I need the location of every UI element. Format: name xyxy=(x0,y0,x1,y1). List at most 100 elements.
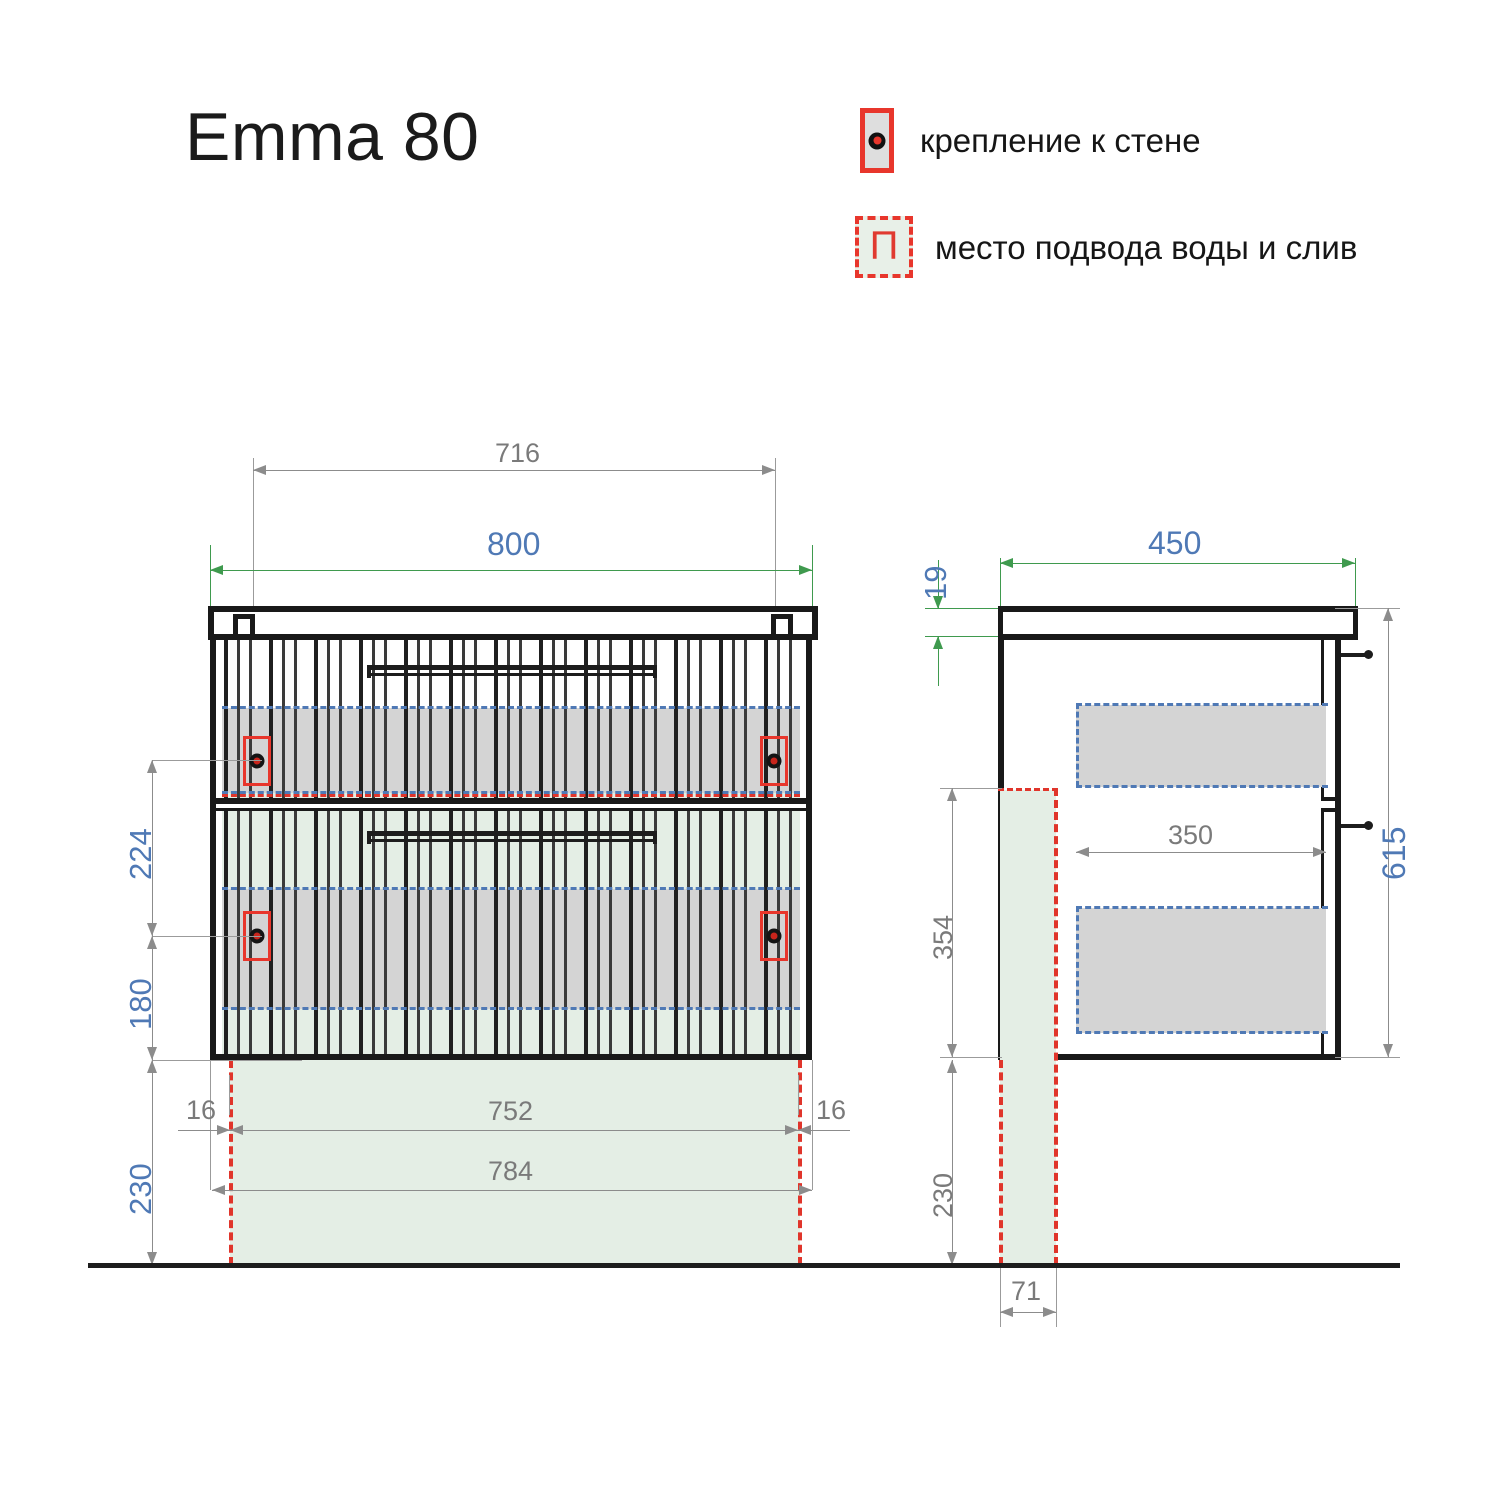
arrow-icon xyxy=(947,1044,957,1057)
arrow-icon xyxy=(212,1185,225,1195)
dimension-tick-19-bottom xyxy=(925,636,1005,637)
flute-rib xyxy=(732,640,735,800)
bracket-right xyxy=(771,614,776,640)
flute-rib xyxy=(674,811,678,1054)
flute-rib xyxy=(687,811,690,1054)
upper-drawer-handle-cap-left xyxy=(367,665,371,678)
flute-rib xyxy=(339,640,342,800)
countertop-top-edge xyxy=(208,606,818,612)
wall-mount-icon xyxy=(860,108,894,173)
side-cabinet-bottom xyxy=(998,1054,1341,1060)
dimension-line-224 xyxy=(152,760,153,936)
flute-rib xyxy=(429,811,432,1054)
flute-rib xyxy=(642,811,645,1054)
flute-rib xyxy=(494,640,498,800)
flute-rib xyxy=(597,640,600,800)
dimension-615: 615 xyxy=(1376,826,1412,880)
flute-rib xyxy=(314,640,318,800)
wall-mount-marker-top-right xyxy=(760,736,788,786)
side-lower-drawer-panel-top xyxy=(1321,808,1341,812)
arrow-icon xyxy=(1342,558,1355,568)
arrow-icon xyxy=(210,565,223,575)
leader-line xyxy=(152,760,262,761)
side-upper-handle-nub xyxy=(1341,653,1369,657)
arrow-icon xyxy=(217,1125,230,1135)
flute-rib xyxy=(597,811,600,1054)
extension-line xyxy=(210,1060,211,1190)
flute-rib xyxy=(674,640,678,800)
dimension-line-230 xyxy=(152,1060,153,1265)
extension-line xyxy=(152,1060,302,1061)
drawer-divider-2 xyxy=(216,808,806,811)
bracket-right-right xyxy=(788,614,793,640)
arrow-icon xyxy=(947,1060,957,1073)
dimension-450: 450 xyxy=(1148,525,1202,561)
fluted-slats xyxy=(222,811,800,1054)
side-cabinet-front-wall xyxy=(1335,640,1341,1060)
dimension-line-16-left xyxy=(178,1130,230,1131)
side-upper-drawer-box xyxy=(1076,705,1326,787)
flute-rib xyxy=(294,640,297,800)
side-lower-handle-nub xyxy=(1341,824,1369,828)
flute-rib xyxy=(519,811,522,1054)
arrow-icon xyxy=(799,1185,812,1195)
lower-drawer-front[interactable] xyxy=(222,811,800,1054)
reference-line-blue-top xyxy=(222,887,800,890)
side-upper-drawer-panel-bottom xyxy=(1321,797,1341,801)
water-supply-glyph: П xyxy=(869,224,899,268)
dimension-line-350 xyxy=(1076,852,1326,853)
page-title: Emma 80 xyxy=(185,99,480,175)
countertop-bottom-edge xyxy=(208,634,818,640)
water-zone-right-edge xyxy=(798,1060,802,1265)
dimension-180: 180 xyxy=(123,978,158,1030)
flute-rib xyxy=(282,640,285,800)
extension-line xyxy=(1056,1265,1057,1327)
flute-rib xyxy=(789,811,792,1054)
arrow-icon xyxy=(147,936,157,949)
arrow-icon xyxy=(947,1252,957,1265)
flute-rib xyxy=(429,640,432,800)
flute-rib xyxy=(687,640,690,800)
flute-rib xyxy=(719,640,723,800)
dimension-extension-450-right xyxy=(1355,558,1356,610)
bracket-right-top xyxy=(771,614,793,619)
arrow-icon xyxy=(947,788,957,801)
flute-rib xyxy=(314,811,318,1054)
flute-rib xyxy=(327,811,330,1054)
bracket-left xyxy=(233,614,238,640)
flute-rib xyxy=(539,640,543,800)
dimension-230: 230 xyxy=(123,1163,158,1215)
flute-rib xyxy=(584,811,588,1054)
arrow-icon xyxy=(933,636,943,649)
reference-line-blue-bottom xyxy=(222,1007,800,1010)
extension-line xyxy=(940,788,1002,789)
dimension-line-19b xyxy=(938,636,939,686)
flute-rib xyxy=(564,811,567,1054)
floor-line xyxy=(88,1263,1400,1268)
side-upper-box-bottom xyxy=(1076,785,1328,788)
upper-drawer-handle[interactable] xyxy=(367,665,657,670)
flute-rib xyxy=(372,811,375,1054)
arrow-icon xyxy=(1000,1307,1013,1317)
side-upper-box-left xyxy=(1076,703,1079,787)
side-lower-box-top xyxy=(1076,906,1328,909)
dimension-800: 800 xyxy=(487,526,541,562)
lower-drawer-handle-inner xyxy=(367,839,657,842)
upper-drawer-front[interactable] xyxy=(222,640,800,800)
flute-rib xyxy=(777,640,780,800)
side-countertop-bottom xyxy=(998,634,1358,640)
arrow-icon xyxy=(762,465,775,475)
water-zone-left-edge xyxy=(229,1060,233,1265)
flute-rib xyxy=(339,811,342,1054)
bracket-left-right xyxy=(250,614,255,640)
dimension-line-615 xyxy=(1388,608,1389,1057)
extension-line xyxy=(775,458,776,608)
fluted-slats xyxy=(222,640,800,800)
flute-rib xyxy=(507,640,510,800)
lower-drawer-handle[interactable] xyxy=(367,831,657,836)
dimension-extension-800-right xyxy=(812,545,813,610)
dimension-350: 350 xyxy=(1168,820,1214,850)
wall-mount-pin-icon xyxy=(766,753,782,769)
arrow-icon xyxy=(785,1125,798,1135)
arrow-icon xyxy=(1076,847,1089,857)
